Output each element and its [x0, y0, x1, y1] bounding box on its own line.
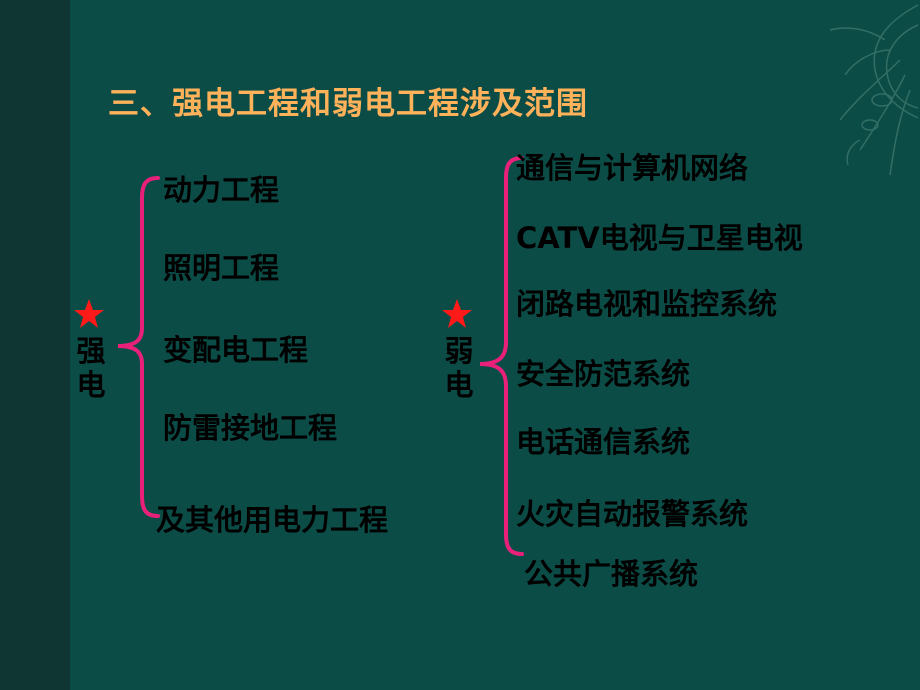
weak-item: 火灾自动报警系统 — [516, 497, 749, 531]
strong-item: 变配电工程 — [163, 333, 309, 367]
strong-label-top: 强 — [76, 334, 106, 368]
strong-item: 动力工程 — [163, 173, 280, 207]
star-icon — [442, 299, 472, 328]
slide — [70, 0, 920, 690]
strong-item: 防雷接地工程 — [163, 411, 338, 445]
slide-title: 三、强电工程和弱电工程涉及范围 — [108, 86, 588, 122]
strong-brace — [117, 176, 160, 518]
weak-item: 电话通信系统 — [516, 425, 691, 459]
weak-item: CATV电视与卫星电视 — [516, 221, 803, 255]
weak-item: 安全防范系统 — [516, 357, 691, 391]
left-band — [0, 0, 70, 690]
star-icon — [74, 299, 104, 328]
weak-item: 通信与计算机网络 — [516, 151, 749, 185]
weak-item: 公共广播系统 — [524, 557, 699, 591]
strong-label-bottom: 电 — [76, 368, 106, 402]
strong-item: 及其他用电力工程 — [156, 503, 389, 537]
weak-item: 闭路电视和监控系统 — [516, 287, 778, 321]
strong-item: 照明工程 — [163, 251, 280, 285]
ornament-decoration — [829, 4, 919, 176]
weak-label-bottom: 电 — [444, 368, 474, 402]
weak-label-top: 弱 — [444, 334, 474, 368]
weak-brace — [479, 156, 524, 556]
